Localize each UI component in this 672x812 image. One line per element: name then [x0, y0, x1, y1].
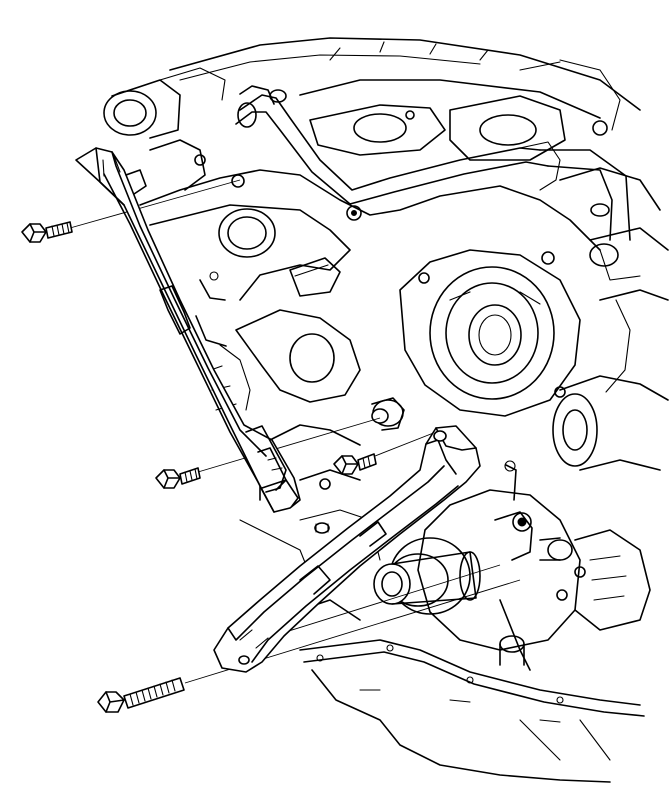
right-cylinder-head: [552, 167, 669, 471]
bolt-middle-right: [333, 453, 377, 475]
upper-left-timing-chain-guide: [75, 147, 301, 513]
coolant-pipe: [235, 85, 631, 241]
bolt-upper-left: [21, 221, 73, 243]
alignment-lines: [69, 179, 521, 684]
lower-right-timing-chain-guide: [213, 425, 481, 673]
engine-block: [103, 37, 669, 783]
oil-pan: [299, 639, 645, 783]
intake-manifold-area: [169, 37, 641, 161]
crank-boss: [399, 249, 581, 417]
water-pump-housing: [373, 460, 651, 671]
timing-cover-face: [139, 169, 601, 411]
bolt-middle-left: [155, 467, 201, 489]
coolant-neck: [103, 67, 226, 191]
bolt-lower-long: [97, 677, 185, 713]
